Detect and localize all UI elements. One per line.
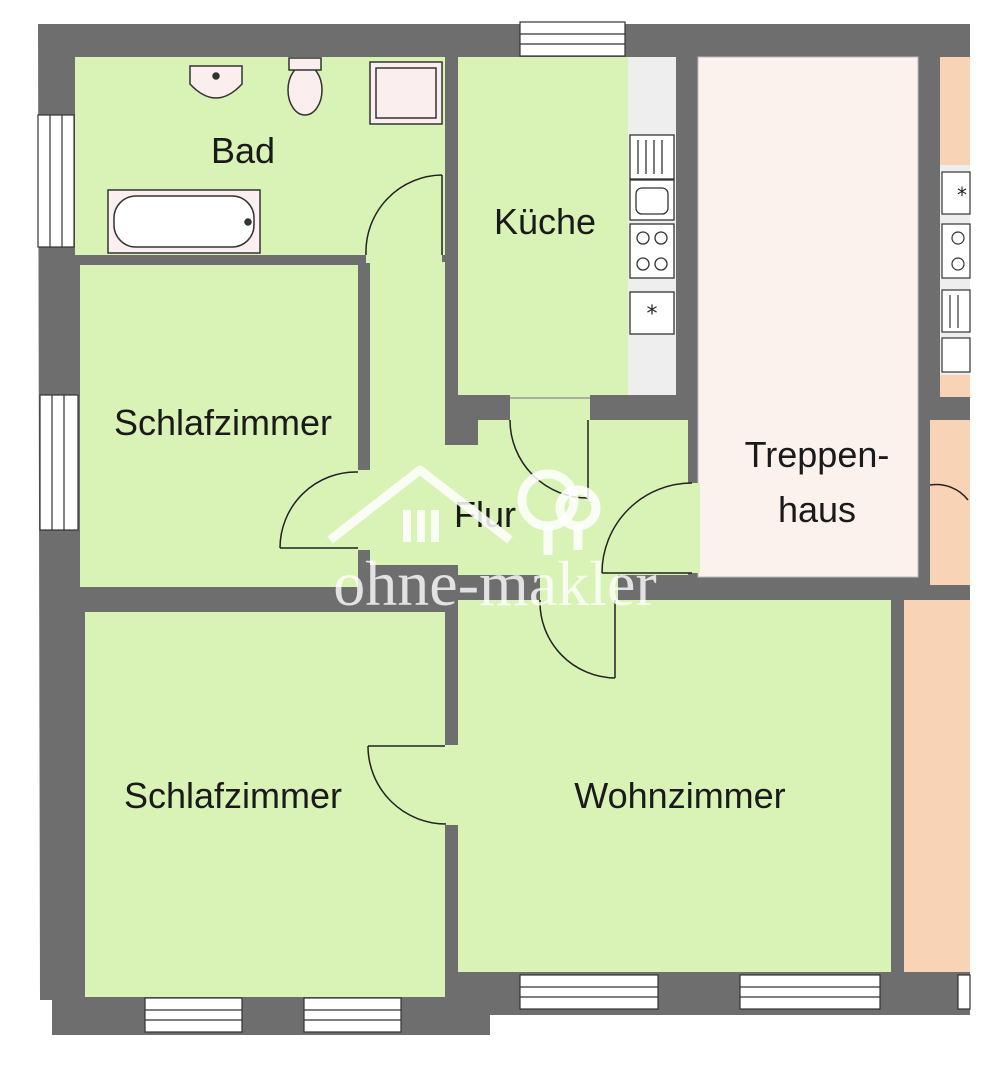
house-roof-icon — [327, 465, 513, 544]
label-schlafzimmer-2: Schlafzimmer — [124, 775, 342, 816]
svg-text:*: * — [647, 302, 658, 327]
room-wohnzimmer — [458, 600, 891, 972]
neighbor-kitchen-fixtures: * — [941, 171, 971, 373]
label-schlafzimmer-1: Schlafzimmer — [114, 402, 332, 443]
doors — [279, 174, 969, 825]
window-schlafzimmer-2b — [303, 997, 402, 1033]
washbasin-icon — [189, 65, 243, 99]
shower-tray-icon — [369, 61, 443, 125]
watermark-text: ohne-makler — [333, 548, 656, 619]
room-schlafzimmer-2 — [85, 612, 445, 997]
window-schlafzimmer-2a — [144, 997, 243, 1033]
bath-fixtures — [107, 57, 443, 254]
neighbor-area-mid — [930, 420, 970, 585]
label-kueche: Küche — [494, 201, 596, 242]
room-kueche — [458, 57, 628, 395]
fridge-icon — [629, 291, 675, 335]
neighbor-fridge-icon — [941, 171, 971, 215]
window-wohnzimmer-a — [519, 974, 659, 1010]
windows — [37, 21, 971, 1033]
label-wohnzimmer: Wohnzimmer — [574, 775, 785, 816]
window-wohnzimmer-b — [739, 974, 881, 1010]
neighbor-sink-icon — [941, 337, 971, 373]
window-neighbor — [957, 974, 971, 1010]
window-schlafzimmer-1 — [39, 394, 79, 531]
svg-text:*: * — [957, 183, 967, 207]
room-schlafzimmer-1 — [80, 265, 358, 587]
drainboard-icon — [629, 134, 675, 180]
white-margin — [970, 0, 997, 1080]
neighbor-area-bottom — [904, 600, 970, 972]
neighbor-drainboard-icon — [941, 289, 971, 333]
label-treppenhaus-2: haus — [778, 489, 856, 530]
window-bad — [37, 114, 75, 248]
watermark-logo — [327, 465, 601, 555]
label-treppenhaus-1: Treppen- — [745, 434, 890, 475]
label-bad: Bad — [211, 130, 275, 171]
toilet-icon — [287, 64, 323, 116]
room-treppenhaus — [697, 56, 919, 578]
kitchen-fixtures: * — [629, 134, 675, 335]
window-kueche — [519, 21, 626, 57]
stove-icon — [629, 223, 675, 279]
